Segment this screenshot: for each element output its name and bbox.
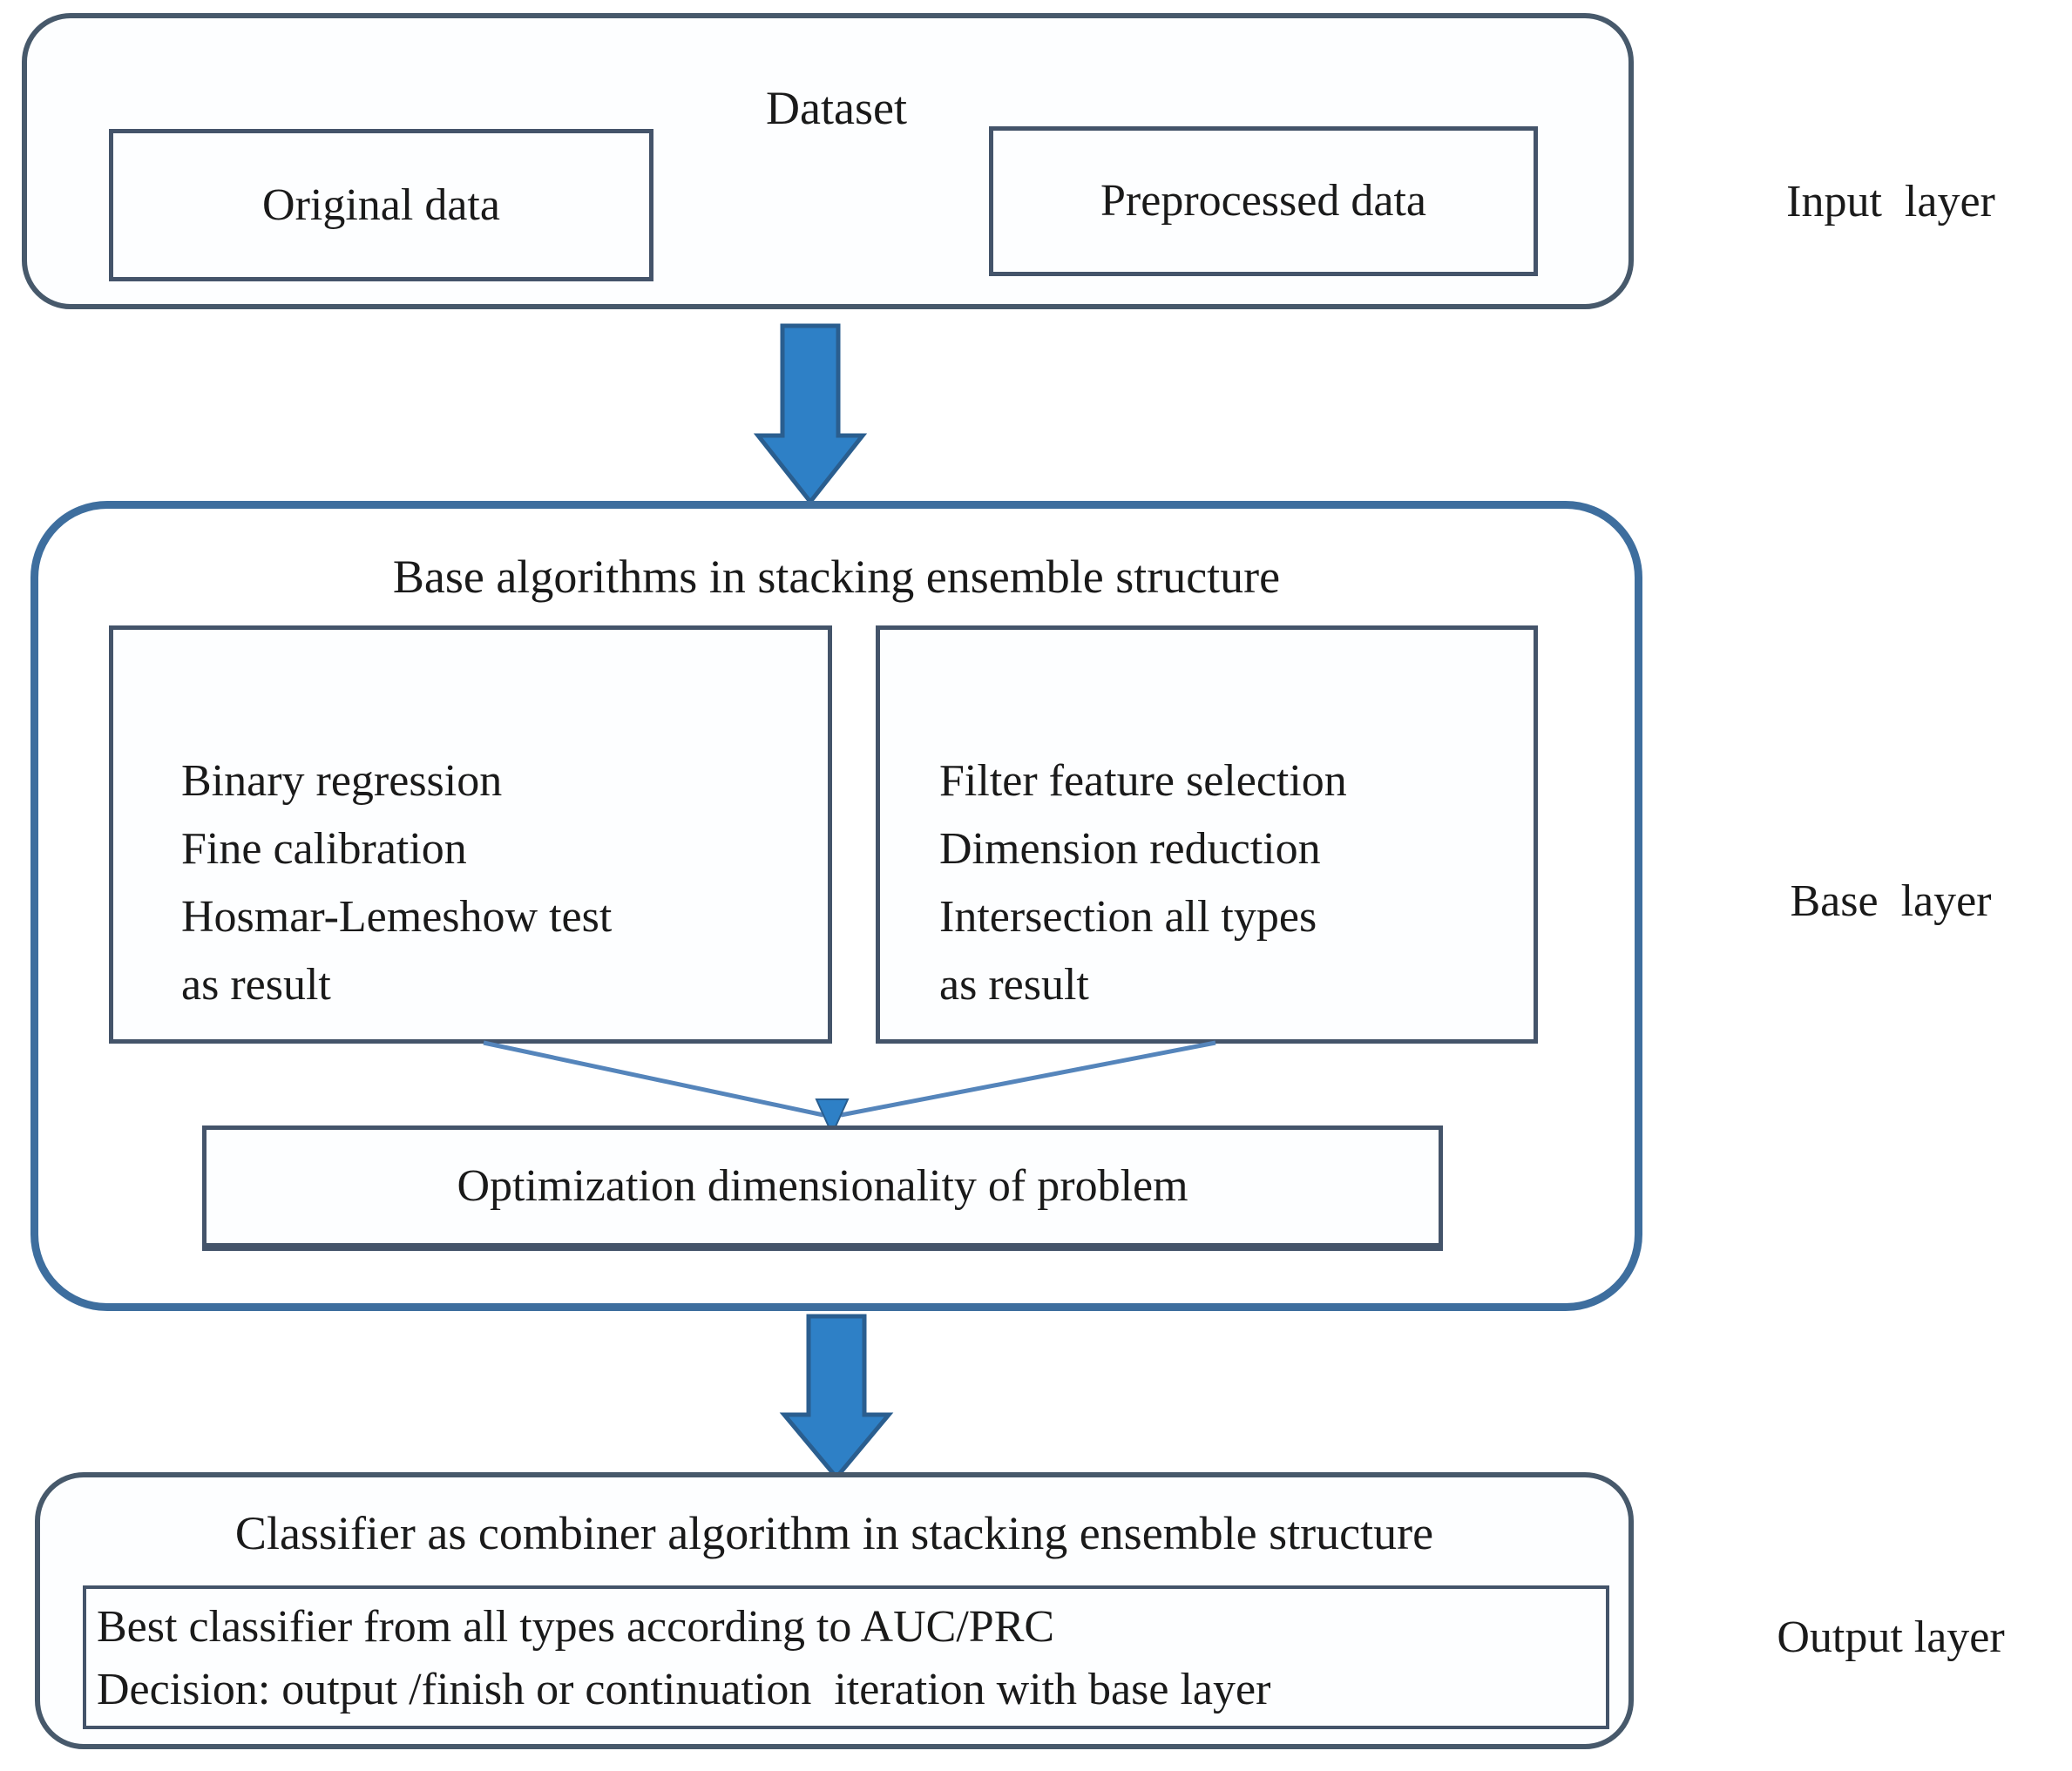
optimization-box: Optimization dimensionality of problem [202,1125,1443,1251]
regression-box: Binary regression Fine calibration Hosma… [109,625,832,1044]
dataset-title: Dataset [766,82,907,134]
feature-line: Intersection all types [939,892,1317,942]
base-layer-title: Base algorithms in stacking ensemble str… [392,551,1281,603]
down-arrow-icon [753,323,868,506]
original-data-label: Original data [262,179,500,230]
output-layer-label: Output layer [1777,1612,2005,1662]
classifier-line: Decision: output /finish or continuation… [97,1665,1271,1714]
down-arrow-icon [779,1314,894,1481]
regression-line: as result [181,960,331,1010]
base-layer-label: Base layer [1790,876,1992,926]
regression-line: Fine calibration [181,824,467,874]
preprocessed-data-box: Preprocessed data [989,126,1538,276]
regression-line: Binary regression [181,756,503,806]
output-layer-title: Classifier as combiner algorithm in stac… [234,1507,1434,1559]
optimization-label: Optimization dimensionality of problem [457,1161,1188,1211]
feature-line: as result [939,960,1089,1010]
regression-line: Hosmar-Lemeshow test [181,892,613,942]
small-down-arrowhead-icon [815,1098,850,1137]
feature-line: Dimension reduction [939,824,1321,874]
feature-selection-box: Filter feature selection Dimension reduc… [876,625,1538,1044]
original-data-box: Original data [109,129,653,281]
best-classifier-box: Best classifier from all types according… [83,1585,1609,1729]
classifier-line: Best classifier from all types according… [97,1602,1055,1652]
input-layer-label: Input layer [1786,177,1995,226]
converging-connector-lines [483,1040,1216,1137]
preprocessed-data-label: Preprocessed data [1100,176,1426,226]
feature-line: Filter feature selection [939,756,1347,806]
